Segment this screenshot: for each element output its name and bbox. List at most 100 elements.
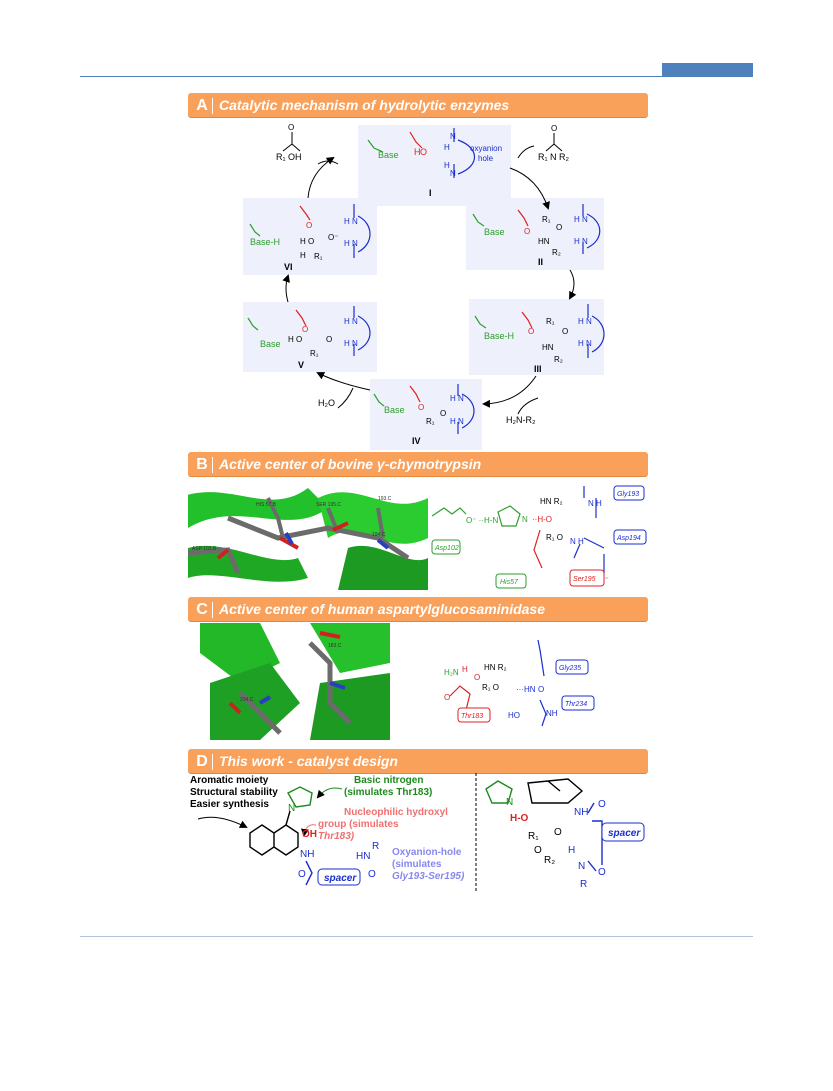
svg-text:O: O: [524, 227, 530, 236]
state-iii-label: III: [534, 364, 542, 374]
state-i-structure: Base O H N H N H oxyanion hole I: [367, 128, 502, 198]
svg-text:Asp194: Asp194: [616, 535, 641, 542]
panel-b-title: Active center of bovine γ-chymotrypsin: [219, 456, 482, 472]
spacer-label-left: spacer: [324, 873, 357, 884]
panel-a-title: Catalytic mechanism of hydrolytic enzyme…: [219, 97, 510, 113]
svg-text:O: O: [444, 693, 450, 702]
spacer-label-right: spacer: [608, 828, 641, 839]
svg-text:H O: H O: [300, 237, 314, 246]
acid-product-label: R₁ OH: [276, 152, 302, 162]
residue-asp194: [613, 529, 647, 545]
svg-text:H: H: [444, 143, 450, 152]
svg-text:HN R₂: HN R₂: [484, 663, 507, 672]
svg-text:H N: H N: [344, 339, 358, 348]
feature-synthesis: Easier synthesis: [190, 799, 269, 810]
svg-text:N H: N H: [588, 499, 602, 508]
svg-text:O: O: [528, 327, 534, 336]
feature-aromatic: Aromatic moiety: [190, 775, 269, 786]
svg-text:R₁: R₁: [546, 317, 555, 326]
svg-text:Gly193: Gly193: [617, 491, 639, 498]
svg-text:N: N: [522, 515, 528, 524]
base-label: Base: [378, 150, 399, 160]
svg-text:N: N: [506, 797, 513, 808]
svg-text:O: O: [562, 327, 568, 336]
svg-text:H: H: [300, 251, 306, 260]
svg-text:NH: NH: [546, 709, 558, 718]
residue-gly235: [555, 659, 589, 675]
state-i-box: [358, 125, 511, 206]
base-label-iv: Base: [384, 405, 405, 415]
svg-text:NH: NH: [574, 807, 588, 818]
nucleophilic-1: Nucleophilic hydroxyl: [344, 807, 448, 818]
panel-a-letter: A: [192, 98, 213, 114]
svg-text:Asp102: Asp102: [434, 545, 459, 552]
svg-text:SER 195.C: SER 195.C: [316, 502, 341, 508]
nucleophilic-2: group (simulates: [318, 819, 399, 830]
svg-text:O: O: [554, 827, 562, 838]
svg-text:R₁: R₁: [314, 252, 323, 261]
base-label-v: Base: [260, 339, 281, 349]
svg-text:O: O: [420, 147, 427, 157]
svg-text:H N: H N: [344, 317, 358, 326]
residue-his57: [495, 573, 527, 589]
svg-text:O: O: [302, 325, 308, 334]
svg-text:His57: His57: [500, 579, 519, 586]
svg-text:O: O: [326, 335, 332, 344]
state-v-structure: Base O H O R₁ O H N H N V: [247, 306, 371, 370]
svg-text:O: O: [598, 799, 606, 810]
svg-text:Thr234: Thr234: [565, 701, 587, 708]
svg-text:HO: HO: [508, 711, 520, 720]
basic-nitrogen-1: Basic nitrogen: [354, 775, 423, 786]
oxyanion-3: Gly193-Ser195): [392, 871, 465, 882]
svg-text:H: H: [462, 665, 468, 674]
svg-text:HIS 57.B: HIS 57.B: [256, 502, 277, 508]
oxyanion-label-1: oxyanion: [470, 144, 502, 153]
svg-text:R₁: R₁: [426, 417, 435, 426]
panel-a-mechanism: R₁ OH O R₁ N R₂ O H₂O H₂N-R₂ Base O H N …: [243, 123, 605, 450]
svg-text:O: O: [598, 867, 606, 878]
aspartylglucosaminidase-3d-structure: 183.C 234.C: [200, 623, 390, 740]
svg-text:O: O: [306, 221, 312, 230]
svg-text:HN: HN: [538, 237, 550, 246]
svg-text:Thr183: Thr183: [461, 713, 483, 720]
svg-text:R₂: R₂: [544, 855, 555, 866]
svg-text:HN R₂: HN R₂: [540, 497, 563, 506]
panel-c-letter: C: [192, 602, 213, 618]
svg-text:HN: HN: [356, 851, 370, 862]
svg-text:N: N: [578, 861, 585, 872]
svg-text:194.C: 194.C: [372, 532, 386, 538]
svg-text:O: O: [534, 845, 542, 856]
state-iv-label: IV: [412, 436, 421, 446]
panel-d-title: This work - catalyst design: [219, 753, 398, 769]
svg-text:R₁ O: R₁ O: [546, 533, 563, 542]
spacer-box-right: [601, 822, 645, 842]
base-label-ii: Base: [484, 227, 505, 237]
nucleophilic-3: Thr183): [318, 831, 355, 842]
svg-text:H N: H N: [344, 217, 358, 226]
svg-text:O: O: [288, 123, 294, 132]
svg-text:N: N: [450, 132, 456, 141]
residue-gly193: [613, 485, 645, 501]
svg-text:O⁻: O⁻: [328, 233, 338, 242]
substrate-label: R₁ N R₂: [538, 152, 570, 162]
panel-d-letter: D: [192, 754, 213, 770]
svg-text:O: O: [418, 403, 424, 412]
svg-text:H O: H O: [288, 335, 302, 344]
state-iv-structure: Base O R₁ O H N H N IV: [373, 384, 475, 446]
panel-d-catalyst-design: Aromatic moiety Structural stability Eas…: [190, 773, 645, 891]
state-vi-box: [243, 198, 377, 275]
svg-text:OH: OH: [302, 829, 317, 840]
svg-text:H: H: [414, 147, 421, 157]
state-i-label: I: [429, 188, 432, 198]
svg-text:HN: HN: [542, 343, 554, 352]
spacer-box-left: [317, 868, 361, 886]
svg-text:193.C: 193.C: [378, 496, 392, 502]
state-ii-structure: Base O R₁ O HN R₂ H N H N II: [472, 204, 601, 267]
panel-b-letter: B: [192, 457, 213, 473]
svg-text:Gly235: Gly235: [559, 665, 581, 672]
header-tab: [662, 63, 753, 76]
svg-text:R₁: R₁: [528, 831, 539, 842]
aspartylglucosaminidase-scheme: H₂N H O HN R₂ R₁ O ···HN O HO O NH Thr18…: [444, 639, 595, 727]
svg-text:N: N: [288, 803, 295, 814]
panel-d-banner: D This work - catalyst design: [188, 749, 648, 773]
